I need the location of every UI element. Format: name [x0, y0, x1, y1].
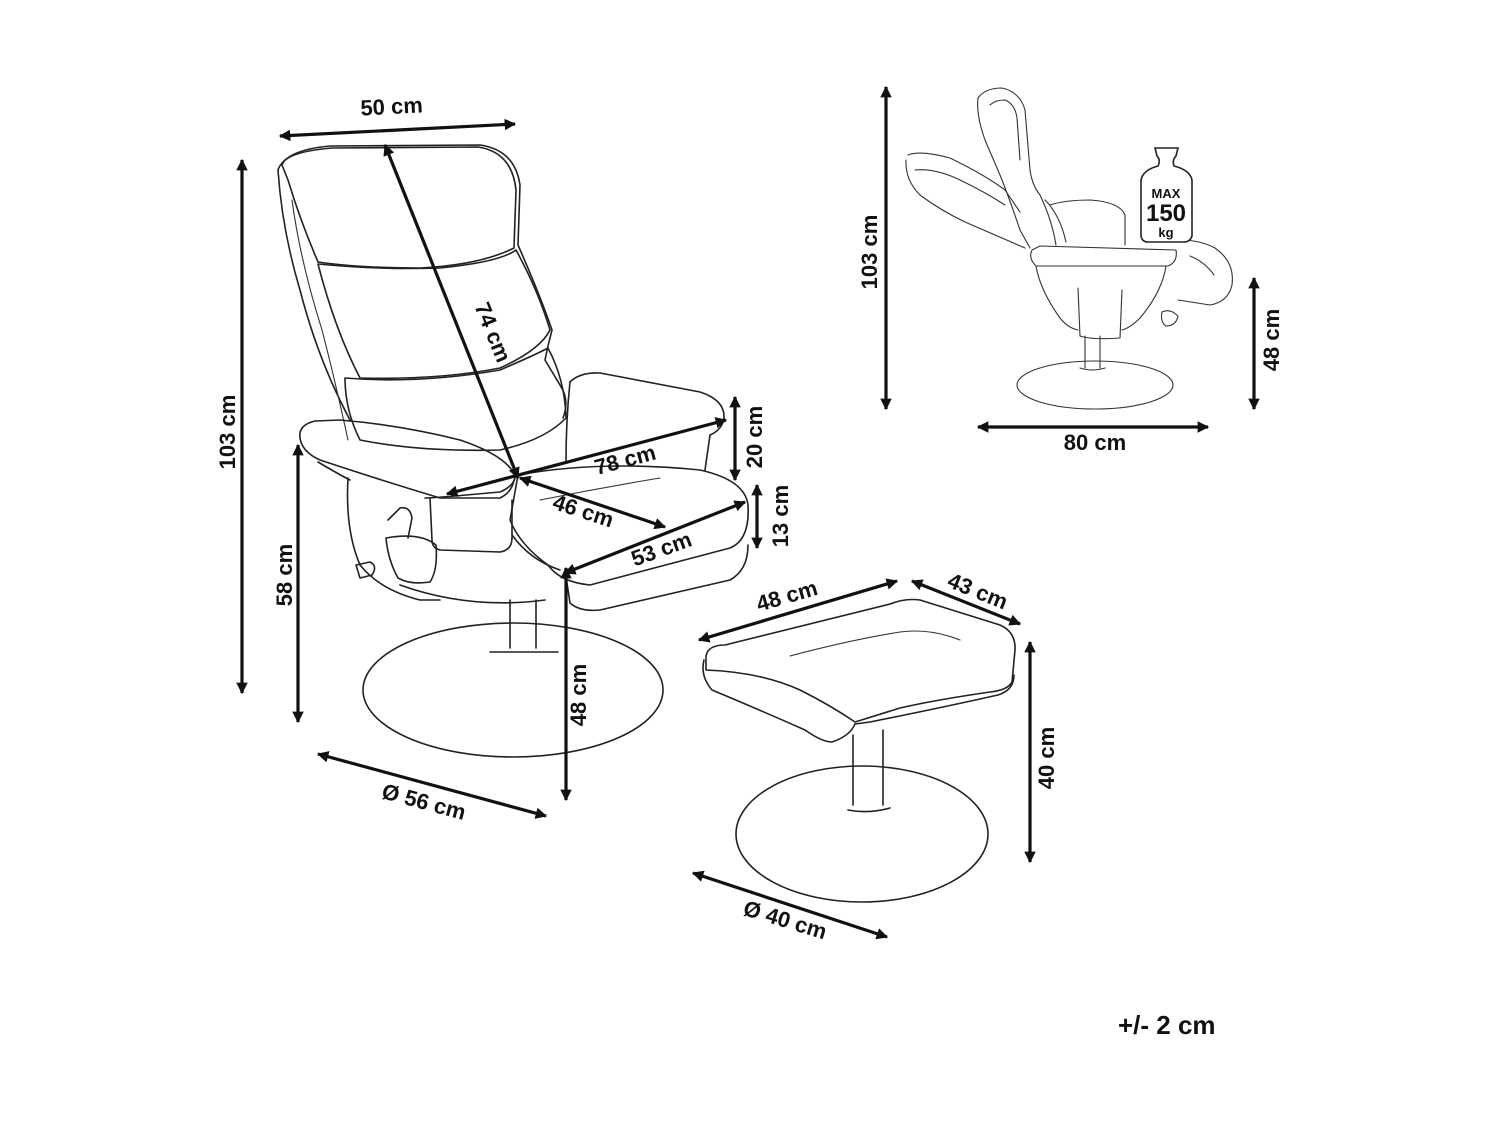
dim-ottoman-length-line [697, 578, 899, 643]
dim-chair-width-line [278, 118, 517, 142]
max-weight-top: MAX [1152, 186, 1181, 201]
dim-seat-thickness-label: 13 cm [768, 485, 793, 547]
dim-seat-width-line [445, 417, 728, 497]
max-weight-value: 150 [1146, 200, 1186, 227]
dim-ottoman-base-line [691, 870, 889, 940]
dim-chair-height-label: 103 cm [215, 395, 240, 470]
tolerance-note: +/- 2 cm [1118, 1010, 1216, 1040]
dim-base-diameter-line [316, 751, 548, 819]
dim-reclined-length-label: 80 cm [1064, 430, 1126, 455]
dim-arm-floor-label: 58 cm [272, 544, 297, 606]
dim-base-diameter-label: Ø 56 cm [379, 779, 468, 825]
ottoman-illustration [702, 598, 1016, 903]
dimension-labels: 50 cm 103 cm 74 cm 78 cm 20 cm 46 cm 13 … [215, 92, 1284, 944]
chair-front-illustration [277, 144, 749, 758]
dimension-lines [236, 85, 1260, 940]
dim-ottoman-depth-line [910, 579, 1022, 626]
dim-armrest-height-label: 20 cm [742, 406, 767, 468]
dim-chair-width-label: 50 cm [360, 92, 424, 120]
dim-reclined-seat-height-label: 48 cm [1259, 309, 1284, 371]
dim-ottoman-height-label: 40 cm [1034, 727, 1059, 789]
dim-seat-depth-label: 46 cm [550, 489, 617, 532]
dim-backrest-label: 74 cm [470, 299, 517, 366]
dim-ottoman-length-label: 48 cm [754, 575, 821, 616]
dim-seat-length-line [563, 500, 747, 575]
max-weight-unit: kg [1158, 225, 1173, 240]
dim-seat-height-label: 48 cm [566, 664, 591, 726]
chair-reclined-illustration: MAX 150 kg [905, 87, 1233, 410]
max-weight-badge: MAX 150 kg [1140, 147, 1193, 243]
dim-reclined-height-label: 103 cm [857, 215, 882, 290]
